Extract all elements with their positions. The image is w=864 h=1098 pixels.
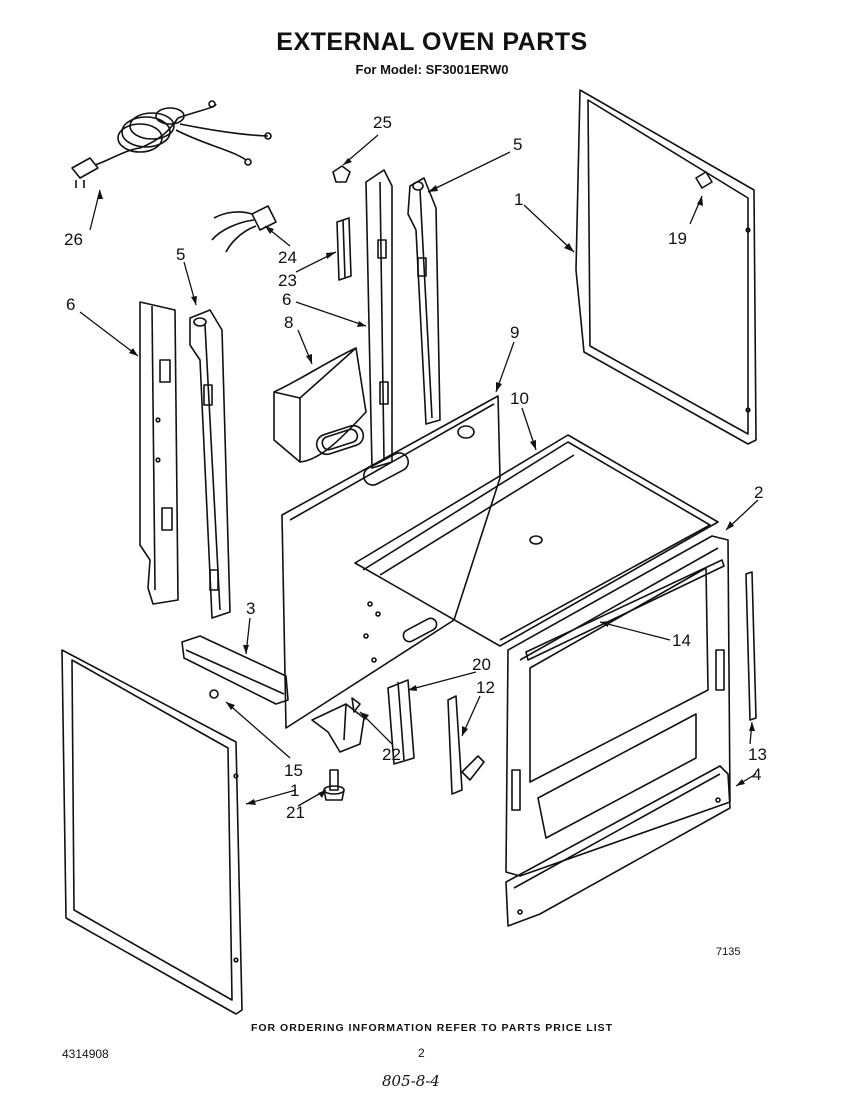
top-panel-part [354,434,719,647]
bottom-rail-part [181,635,289,705]
ordering-note: FOR ORDERING INFORMATION REFER TO PARTS … [250,1022,614,1034]
callout-4: 4 [752,765,761,784]
rear-side-frame-part [365,169,393,469]
vent-duct-part [273,347,367,463]
handwritten-note: 805-8-4 [382,1072,440,1090]
callout-labels: 25 5 1 19 26 24 23 5 6 6 8 9 10 2 3 14 2… [64,113,767,822]
page-title: EXTERNAL OVEN PARTS [276,28,588,56]
power-cord-part [71,100,272,188]
side-trim-part [745,571,757,721]
callout-19: 19 [668,229,687,248]
arrowheads [97,158,755,805]
leader-lines [79,134,759,807]
page-number: 2 [418,1046,425,1060]
callout-10: 10 [510,389,529,408]
callout-21: 21 [286,803,305,822]
mount-bracket-part [387,679,415,765]
plug-part [209,689,219,699]
callout-1-right: 1 [514,190,523,209]
terminal-block-part [211,205,277,253]
vent-strip-part [525,559,725,661]
callout-12: 12 [476,678,495,697]
model-subtitle: For Model: SF3001ERW0 [355,62,509,77]
callout-22: 22 [382,745,401,764]
callout-24: 24 [278,248,297,267]
back-panel-part [281,395,501,729]
figure-id: 7135 [716,946,741,958]
hinge-base-part [311,697,365,753]
callout-3: 3 [246,599,255,618]
bracket-part [336,217,352,281]
rear-hinge-channel-part [407,177,441,425]
callout-25: 25 [373,113,392,132]
callout-6-left: 6 [66,295,75,314]
callout-13: 13 [748,745,767,764]
leveling-leg-part [323,769,345,801]
callout-8: 8 [284,313,293,332]
callout-2: 2 [754,483,763,502]
callout-9: 9 [510,323,519,342]
front-frame-part [505,535,731,877]
left-side-frame-part [139,301,179,605]
left-side-panel-part [61,649,243,1015]
callout-23: 23 [278,271,297,290]
document-number: 4314908 [62,1047,109,1061]
right-side-panel-part [575,89,757,445]
callout-6-rear: 6 [282,290,291,309]
callout-5-left: 5 [176,245,185,264]
callout-20: 20 [472,655,491,674]
callout-1-left: 1 [290,781,299,800]
callout-14: 14 [672,631,691,650]
left-hinge-channel-part [189,309,231,619]
callout-26: 26 [64,230,83,249]
hinge-arm-part [447,695,485,795]
kick-plate-part [505,765,731,927]
callout-15: 15 [284,761,303,780]
callout-5-rear: 5 [513,135,522,154]
clip-part [332,165,351,183]
